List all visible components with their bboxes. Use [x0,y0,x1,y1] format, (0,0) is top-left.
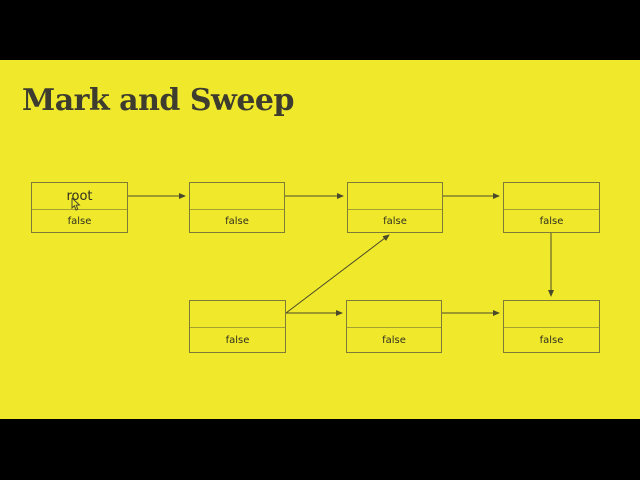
node-mark-flag: false [383,215,407,227]
node-bottom-1: false [189,300,286,353]
node-pointer-cell [190,183,284,210]
node-pointer-cell [190,301,285,328]
node-mark-flag: false [225,334,250,346]
node-mark-flag: false [382,334,406,346]
mouse-pointer-icon [71,198,81,211]
node-pointer-cell [504,301,599,328]
node-mark-flag: false [67,215,92,227]
node-pointer-cell [348,183,442,210]
node-top-2: false [189,182,285,233]
node-top-3: false [347,182,443,233]
node-mark-flag: false [539,215,564,227]
slide-title: Mark and Sweep [22,83,295,118]
letterbox-bottom [0,419,640,480]
node-bottom-2: false [346,300,442,353]
node-top-4: false [503,182,600,233]
node-mark-flag: false [539,334,564,346]
node-bottom-3: false [503,300,600,353]
node-pointer-cell [347,301,441,328]
node-mark-flag: false [225,215,249,227]
letterbox-top [0,0,640,60]
node-pointer-cell [504,183,599,210]
